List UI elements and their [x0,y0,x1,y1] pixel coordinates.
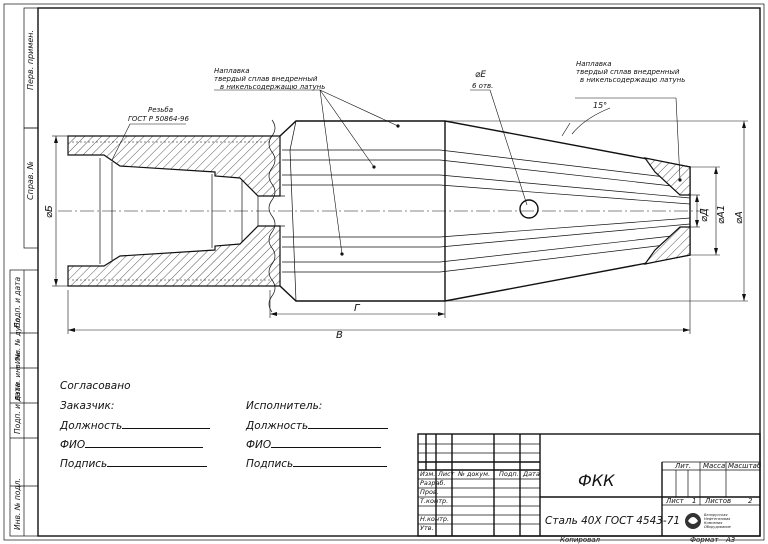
hole-dia-label: ⌀E [475,70,486,80]
role-prov: Пров. [420,488,439,496]
executor-position-line [308,419,389,429]
col-data: Дата [522,470,540,478]
stamp-podp-data-2: Подп. и дата [13,383,22,434]
customer-signature-label: Подпись [60,458,108,470]
customer-signature-row: Подпись [60,457,208,470]
stamp-podp-data-1: Подп. и дата [13,277,22,328]
flush-hole [519,199,539,219]
thread-standard: ГОСТ Р 50864-96 [128,115,189,123]
stamp-sprav: Справ. № [26,161,35,200]
agreed-heading: Согласовано [60,380,131,392]
col-list: Лист [437,470,455,478]
customer-position-row: Должность [60,419,211,432]
hardfacing-right-title: Наплавка [576,60,612,68]
role-nkontr: Н.контр. [420,515,449,523]
hardfacing-left-line1: твердый сплав внедренный [214,75,318,83]
executor-position-label: Должность [246,420,309,432]
role-tkontr: Т.контр. [420,497,448,505]
title-block-columns: Изм. Лист № докум. Подп. Дата Разраб. Пр… [420,470,540,532]
title-block [417,433,761,537]
executor-signature-line [293,457,388,467]
executor-name-line [271,438,382,448]
sheet-border [3,3,765,541]
company-logo: Белорусская Нефтегазовая Компания Оборуд… [685,513,731,529]
sheet-label: Лист [665,497,685,505]
angle-label: 15° [593,101,607,110]
title-block-right: Лит. Масса Масштаб Лист 1 Листов 2 Копир… [560,462,762,544]
role-razrab: Разраб. [420,479,446,487]
hardfacing-right-line2: в никельсодержащю латунь [580,76,685,84]
customer-name-line [85,438,204,448]
executor-name-label: ФИО [246,439,272,451]
dim-a-label: ⌀А [734,211,745,224]
dimension-arrows [54,121,746,332]
executor-signature-label: Подпись [246,458,294,470]
break-line [268,119,276,313]
material: Сталь 40Х ГОСТ 4543-71 [545,515,680,527]
format-label: Формат [690,536,719,544]
sheets-label: Листов [704,497,731,505]
col-izm: Изм. [420,470,435,478]
cone-ribs [282,120,691,302]
logo-line-4: Оборудование [704,525,731,529]
angle-arc [571,107,611,135]
copied-label: Копировал [560,536,601,544]
hardfacing-left-title: Наплавка [214,67,250,75]
dim-d-label: ⌀Д [699,208,710,222]
thread-label: Резьба [148,106,173,114]
customer-label: Заказчик: [60,400,115,412]
executor-label: Исполнитель: [246,400,323,412]
section-upper [67,135,281,197]
lit-label: Лит. [674,462,691,470]
leader-lines [111,89,681,255]
hardfacing-left-line2: в никельсодержащю латунь [220,83,325,91]
mass-label: Масса [703,462,725,470]
section-right-tip [643,157,691,196]
col-doc: № докум. [457,470,490,478]
stamp-perv-primen: Перв. примен. [26,30,35,90]
logo-line-3: Компания [704,521,722,525]
executor-signature-row: Подпись [246,457,388,470]
dim-v-label: В [336,330,343,341]
side-stamp: Перв. примен. Справ. № Подп. и дата Инв.… [9,7,39,537]
logo-line-2: Нефтегазовая [704,517,730,521]
format-value: А3 [725,536,735,544]
section-lower [67,225,281,287]
cone-body [279,120,691,302]
executor-name-row: ФИО [246,438,382,451]
stamp-inv-podl: Инв. № подл. [13,478,22,530]
stamp-inv-dubl: Инв. № дубл. [14,316,22,364]
customer-signature-line [107,457,208,467]
customer-position-line [122,419,211,429]
dim-g-label: Г [354,303,361,314]
hole-count-label: 6 отв. [472,82,493,90]
customer-position-label: Должность [60,420,123,432]
scale-label: Масштаб [728,462,762,470]
sheets-value: 2 [748,497,753,505]
leader-dots [340,124,682,256]
bore-lines [99,158,285,264]
dim-a1-label: ⌀А1 [716,205,727,224]
designation: ФКК [578,471,615,490]
section-right-tip-lower [643,226,691,265]
hardfacing-right-line1: твердый сплав внедренный [576,68,680,76]
customer-name-label: ФИО [60,439,86,451]
sheet-value: 1 [692,497,696,505]
customer-name-row: ФИО [60,438,204,451]
stamp-vzam-inv: Взам. инв. № [14,352,22,400]
col-podp: Подп. [499,470,519,478]
role-utv: Утв. [420,524,434,532]
logo-line-1: Белорусская [704,513,727,517]
executor-position-row: Должность [246,419,389,432]
dim-b-label: ⌀Б [44,205,55,218]
